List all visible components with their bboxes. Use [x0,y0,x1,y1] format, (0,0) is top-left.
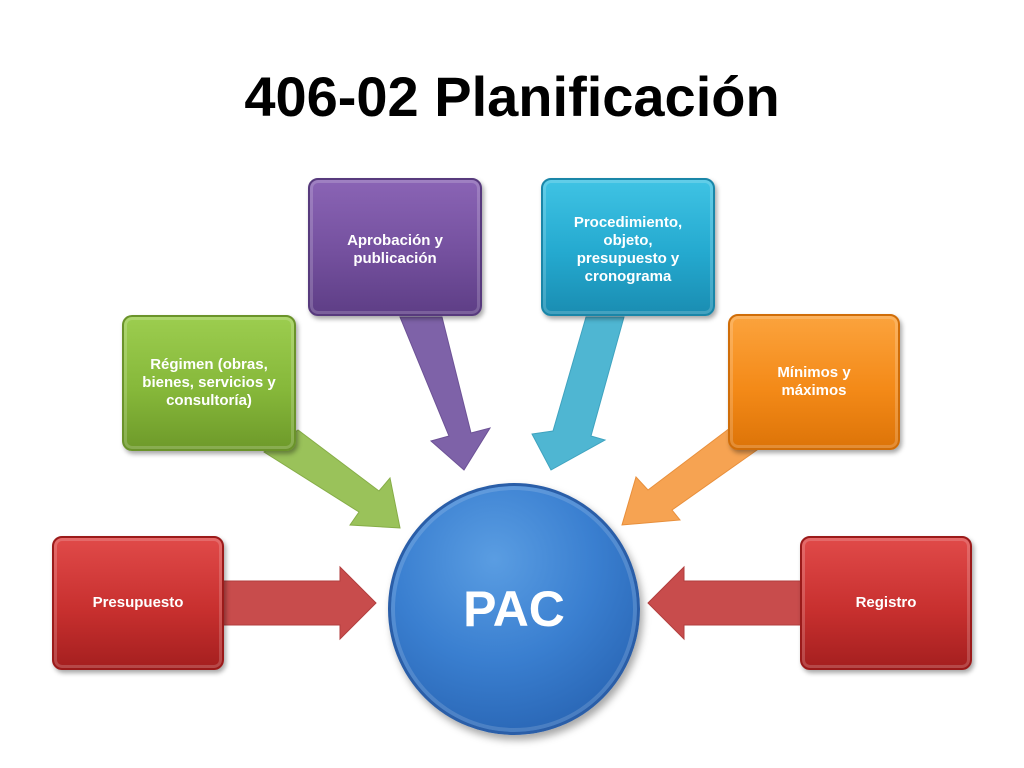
node-aprobacion-line: Aprobación y [347,232,443,249]
node-procedimiento-line: objeto, [603,232,653,249]
node-minimos-line: máximos [781,382,847,399]
arrow-registro [647,565,803,641]
node-regimen-text: Régimen (obras, bienes, servicios y cons… [142,356,275,410]
arrow-aprobacion [399,316,492,471]
node-presupuesto-label: Presupuesto [92,594,184,611]
node-regimen-line: bienes, servicios y [142,374,276,391]
slide-title: 406-02 Planificación [244,65,780,128]
center-node-label: PAC [463,581,565,637]
node-regimen-line: consultoría) [166,392,252,409]
arrow-minimos [621,427,758,526]
node-procedimiento-line: presupuesto y [576,250,680,267]
node-registro: Registro [800,536,972,670]
node-regimen-line: Régimen (obras, [150,356,268,373]
arrow-regimen [263,429,401,529]
node-presupuesto: Presupuesto [52,536,224,670]
node-aprobacion: Aprobación y publicación [308,178,482,316]
node-procedimiento-text: Procedimiento, objeto, presupuesto y cro… [574,214,682,286]
node-procedimiento: Procedimiento, objeto, presupuesto y cro… [541,178,715,316]
node-procedimiento-line: Procedimiento, [573,214,683,231]
node-minimos: Mínimos y máximos [728,314,900,450]
node-aprobacion-text: Aprobación y publicación [347,232,443,268]
node-registro-label: Registro [855,594,917,611]
node-minimos-text: Mínimos y máximos [777,364,850,400]
arrow-procedimiento [531,316,625,471]
node-regimen: Régimen (obras, bienes, servicios y cons… [122,315,296,451]
node-minimos-line: Mínimos y [777,364,851,381]
node-aprobacion-line: publicación [353,250,437,267]
center-node-pac: PAC [388,483,640,735]
node-procedimiento-line: cronograma [584,268,672,285]
arrow-presupuesto [221,565,377,641]
